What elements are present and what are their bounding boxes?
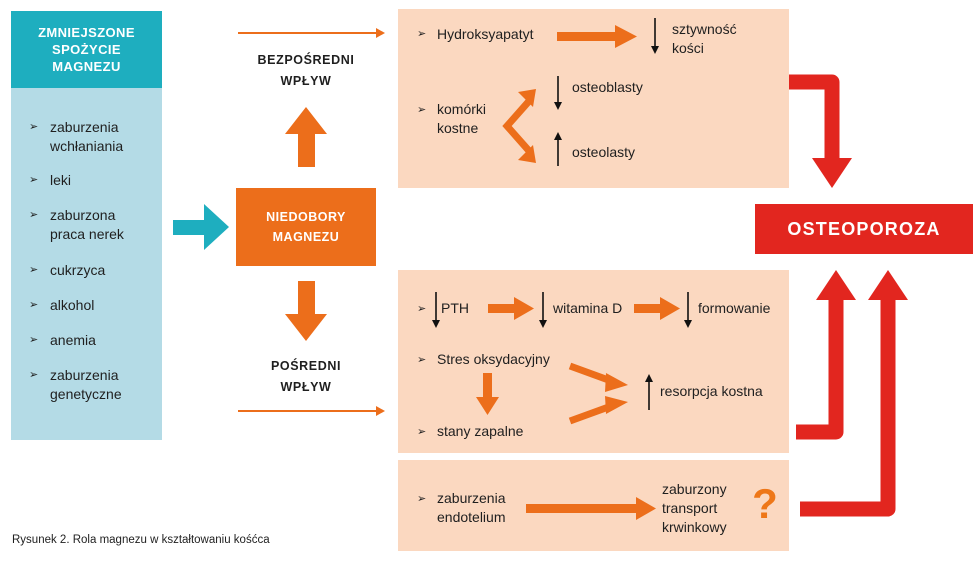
hydroxyapatite-label: Hydroksyapatyt [437,26,534,42]
indirect-to-osteoporosis-arrow [796,270,856,440]
bullet-arrow-icon: ➢ [29,334,39,346]
bullet-arrow-icon: ➢ [417,426,427,438]
fork-head-down [518,145,536,163]
stress-to-inflammation-arrow [476,373,499,415]
bullet-arrow-icon: ➢ [29,174,39,186]
vitd-to-formation-arrow [634,297,680,320]
hydroxy-to-stiffness-arrow [557,25,637,48]
up-arrow-icon [554,132,562,166]
cause-label: zaburzenia wchłaniania [50,119,124,154]
down-arrow-icon [539,292,547,328]
cause-label: anemia [50,332,96,348]
direct-effect-label: BEZPOŚREDNI WPŁYW [257,53,355,88]
bullet-arrow-icon: ➢ [417,303,427,315]
cause-to-deficiency-arrow [173,204,229,250]
fork-head-up [518,89,536,107]
deficiency-to-indirect-arrow [285,281,327,341]
stress-arrow-head [605,373,628,392]
bullet-arrow-icon: ➢ [29,209,39,221]
stress-to-resorption-arrow [568,362,616,386]
question-mark: ? [752,480,778,527]
bullet-arrow-icon: ➢ [417,28,427,40]
direct-thin-arrow [238,28,385,38]
up-arrow-icon [645,374,653,410]
cause-list: ➢ zaburzenia wchłaniania ➢ leki ➢ zaburz… [11,88,162,440]
endothelium-disorder-label: zaburzenia endotelium [437,490,506,525]
inflammation-arrow-head [605,396,628,414]
osteoblasts-label: osteoblasty [572,79,643,95]
inflammation-label: stany zapalne [437,423,524,439]
cause-label: alkohol [50,297,95,313]
vitamin-d-label: witamina D [553,300,623,316]
cause-label: zaburzona praca nerek [50,207,124,242]
bullet-arrow-icon: ➢ [29,121,39,133]
direct-to-osteoporosis-arrow [789,74,852,188]
reduced-magnesium-intake-header: ZMNIEJSZONE SPOŻYCIE MAGNEZU [11,11,162,88]
down-arrow-icon [684,292,692,328]
bullet-arrow-icon: ➢ [417,354,427,366]
cause-label: zaburzenia genetyczne [50,367,122,402]
indirect-thin-arrow [238,406,385,416]
cause-label: leki [50,172,72,188]
pth-label: PTH [441,300,469,316]
deficiency-to-direct-arrow [285,107,327,167]
down-arrow-icon [432,292,440,328]
bullet-arrow-icon: ➢ [29,369,39,381]
bullet-arrow-icon: ➢ [29,264,39,276]
bone-formation-label: formowanie [698,300,771,316]
bone-cells-fork [502,97,533,155]
bone-cells-label: komórki kostne [437,101,487,136]
bullet-arrow-icon: ➢ [29,299,39,311]
oxidative-stress-label: Stres oksydacyjny [437,351,550,367]
bone-resorption-label: resorpcja kostna [660,383,763,399]
endothelium-to-transport-arrow [526,497,656,520]
osteoporosis-box: OSTEOPOROZA [755,204,973,254]
blood-transport-label: zaburzony transport krwinkowy [662,481,727,535]
bullet-arrow-icon: ➢ [417,493,427,505]
magnesium-deficiency-box: NIEDOBORY MAGNEZU [236,188,376,266]
vascular-to-osteoporosis-arrow [800,270,908,517]
inflammation-to-resorption-arrow [568,401,616,425]
down-arrow-icon [554,76,562,110]
pth-to-vitd-arrow [488,297,534,320]
cause-label: cukrzyca [50,262,106,278]
bullet-arrow-icon: ➢ [417,104,427,116]
bone-stiffness-label: sztywność kości [672,21,737,56]
osteoclasts-label: osteolasty [572,144,636,160]
figure-caption: Rysunek 2. Rola magnezu w kształtowaniu … [12,534,270,546]
down-arrow-icon [651,18,659,54]
indirect-effect-label: POŚREDNI WPŁYW [270,359,342,394]
